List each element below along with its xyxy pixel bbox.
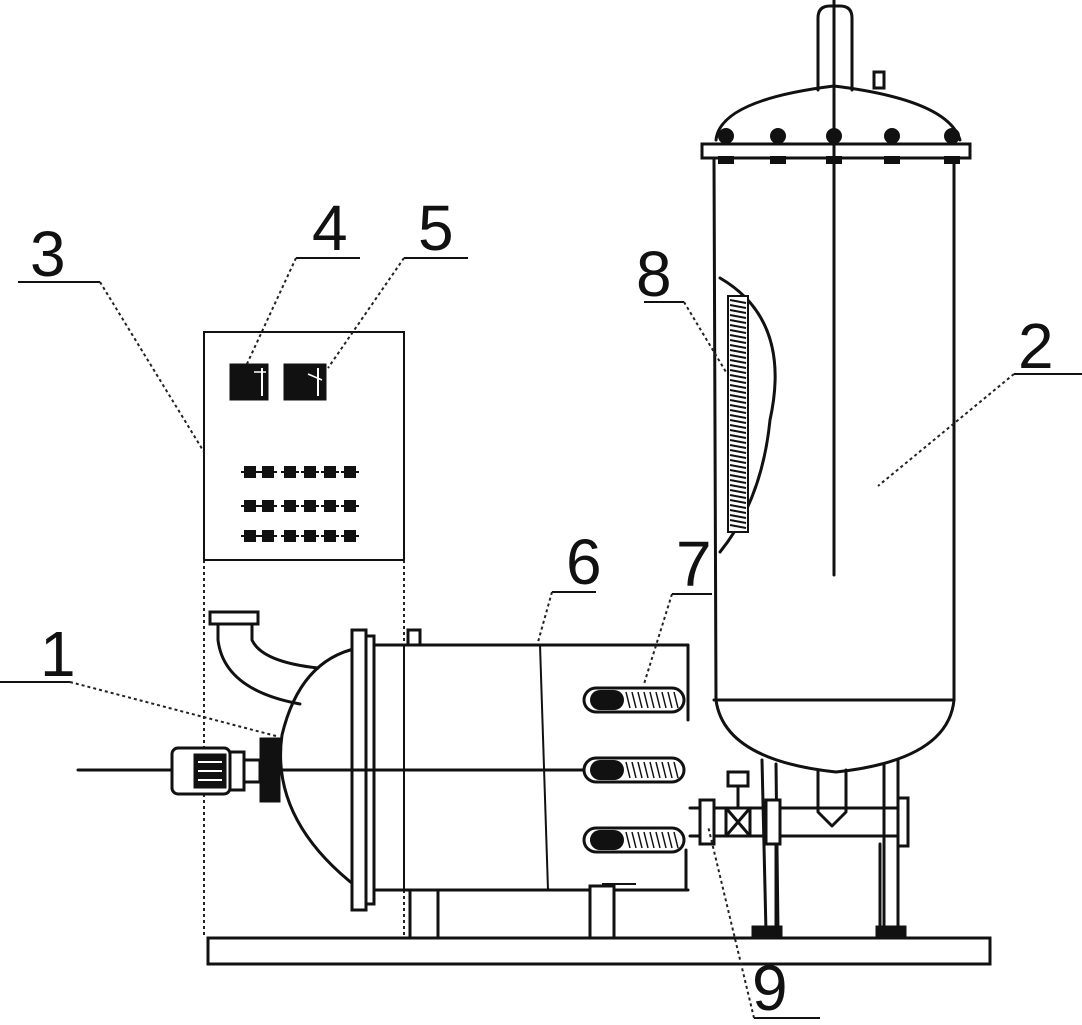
base-plate <box>206 936 992 966</box>
meter-5 <box>283 363 327 401</box>
label-3: 3 <box>30 218 66 290</box>
vertical-tank <box>700 0 972 939</box>
heating-elements <box>582 686 686 854</box>
label-2: 2 <box>1018 310 1054 382</box>
switch-panel <box>241 466 359 542</box>
flange-bolt <box>770 128 786 144</box>
label-6: 6 <box>566 526 602 598</box>
flange-nut <box>944 156 960 164</box>
callout-labels: 1 2 3 4 5 6 7 8 9 <box>30 192 1054 1024</box>
flange-nut <box>770 156 786 164</box>
label-8: 8 <box>636 238 672 310</box>
label-1: 1 <box>40 618 76 690</box>
flange-bolt <box>718 128 734 144</box>
label-5: 5 <box>418 192 454 264</box>
label-7: 7 <box>676 528 712 600</box>
flange-nut <box>884 156 900 164</box>
elbow-pipe <box>208 610 320 706</box>
meter-4 <box>229 363 269 401</box>
label-4: 4 <box>312 192 348 264</box>
pump-motor <box>170 737 281 803</box>
outlet-pipe <box>688 770 910 934</box>
label-9: 9 <box>752 952 788 1024</box>
flange-nut <box>718 156 734 164</box>
flange-bolt <box>884 128 900 144</box>
flange-bolt <box>944 128 960 144</box>
heater-vessel <box>76 628 690 940</box>
callout-leaders <box>0 257 1082 1019</box>
